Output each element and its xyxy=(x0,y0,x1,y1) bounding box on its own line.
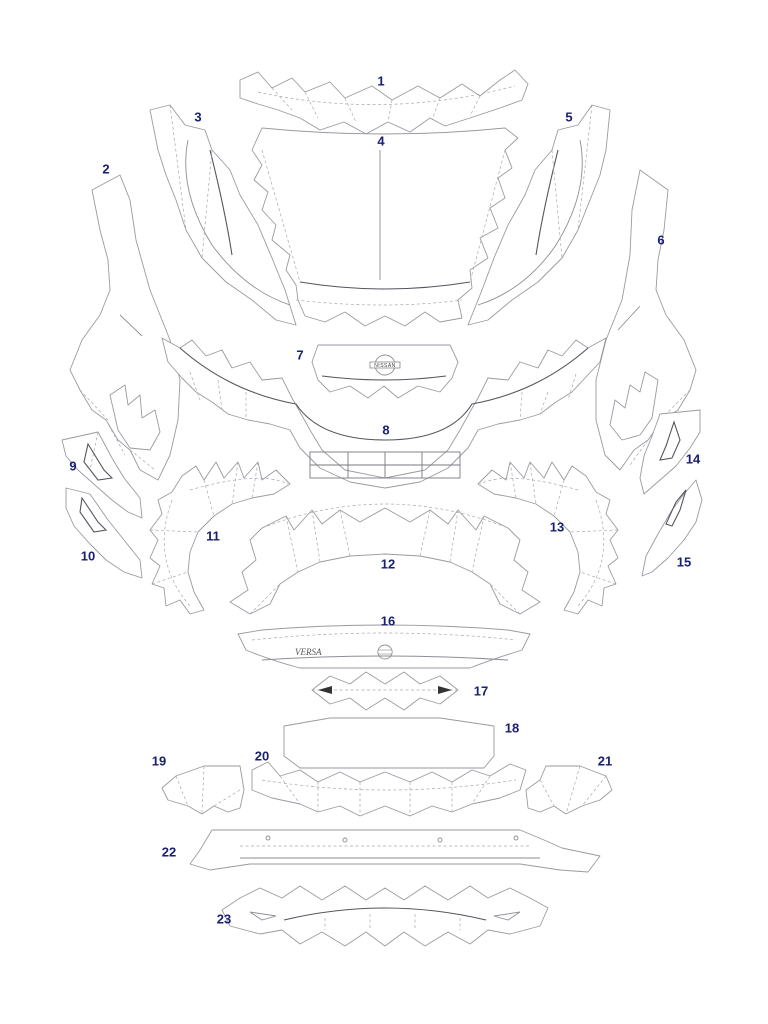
part-label-11: 11 xyxy=(206,528,220,544)
part-label-6: 6 xyxy=(657,232,665,248)
part-9-shape xyxy=(61,431,143,519)
part-19-shape xyxy=(161,765,245,815)
part-label-17: 17 xyxy=(473,683,489,699)
part-15-shape xyxy=(641,479,703,577)
part-label-12: 12 xyxy=(380,556,396,572)
part-21-shape xyxy=(525,765,613,815)
part-8-shape xyxy=(161,337,607,489)
part-label-8: 8 xyxy=(382,422,390,438)
part-17-shape xyxy=(311,671,459,711)
emblem-text: NISSAN xyxy=(374,363,396,369)
part-1-shape xyxy=(239,69,529,135)
part-label-23: 23 xyxy=(216,911,232,927)
part-label-5: 5 xyxy=(565,109,573,125)
part-label-20: 20 xyxy=(254,748,270,764)
part-14-shape xyxy=(639,409,701,495)
part-label-13: 13 xyxy=(549,519,565,535)
part-12-shape xyxy=(229,503,541,615)
part-label-3: 3 xyxy=(194,109,202,125)
part-22-shape xyxy=(189,829,601,873)
part-4-shape xyxy=(251,127,519,327)
badge-text: VERSA xyxy=(295,647,322,657)
part-label-1: 1 xyxy=(377,73,385,89)
part-18-shape xyxy=(283,717,495,769)
part-label-19: 19 xyxy=(151,753,167,769)
part-13-shape xyxy=(477,461,619,615)
part-16-shape: VERSA xyxy=(237,624,531,669)
part-10-shape xyxy=(65,487,143,579)
part-label-14: 14 xyxy=(685,451,701,467)
part-3-shape xyxy=(149,104,297,326)
part-label-21: 21 xyxy=(597,753,613,769)
part-label-2: 2 xyxy=(102,161,110,177)
part-label-4: 4 xyxy=(377,133,385,149)
part-20-shape xyxy=(251,761,527,817)
part-label-7: 7 xyxy=(296,347,304,363)
part-11-shape xyxy=(149,461,291,615)
part-label-10: 10 xyxy=(80,548,96,564)
part-label-15: 15 xyxy=(676,554,692,570)
part-23-shape xyxy=(221,885,549,947)
part-5-shape xyxy=(467,104,611,326)
part-label-22: 22 xyxy=(161,844,177,860)
part-2-shape xyxy=(69,174,181,481)
part-7-shape: NISSAN xyxy=(311,344,459,399)
part-label-9: 9 xyxy=(69,458,77,474)
part-label-18: 18 xyxy=(504,720,520,736)
part-label-16: 16 xyxy=(380,613,396,629)
